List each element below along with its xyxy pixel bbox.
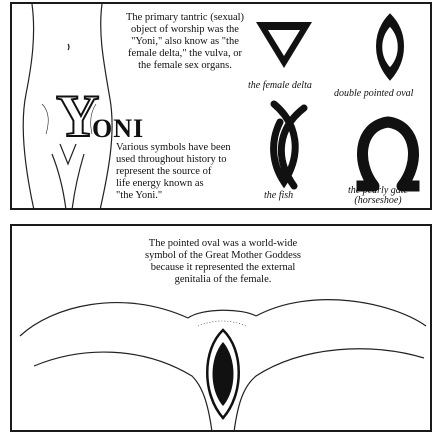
intro-line: The primary tantric (sexual) [125,12,245,23]
anatomical-line-drawing [19,299,427,430]
intro-line: object of worship was the [131,24,239,35]
great-mother-line: The pointed oval was a world-wide [148,238,298,249]
symbols-line: life energy known as [116,178,204,189]
pointed-oval-shape [206,328,240,420]
caption-pearly-gate-line: the pearly gate [348,185,408,196]
fish-symbol-shape [270,100,308,190]
great-mother-text: The pointed oval was a world-wide symbol… [122,238,324,286]
symbols-line: used throughout history to [116,154,227,165]
top-panel-artwork [22,4,420,208]
caption-fish: the fish [264,190,294,201]
symbols-line: represent the source of [116,166,212,177]
double-pointed-oval-shape [376,13,404,81]
top-panel: Y ONI The primary tantric (sexual) objec… [10,2,432,210]
intro-line: female delta," the vulva, or [128,48,242,59]
symbols-line: Various symbols have been [116,142,231,153]
female-torso-drawing [22,4,113,208]
bottom-panel: The pointed oval was a world-wide symbol… [10,224,432,432]
caption-pearly-gate: the pearly gate (horseshoe) [348,186,408,206]
great-mother-line: because it represented the external [150,262,296,273]
yoni-title-initial: Y [55,83,100,149]
intro-text: The primary tantric (sexual) object of w… [110,12,260,72]
yoni-title-rest: ONI [92,114,145,143]
symbols-text: Various symbols have been used throughou… [116,142,262,202]
great-mother-line: genitalia of the female. [174,274,272,285]
symbols-line: "the Yoni." [116,190,163,201]
caption-female-delta: the female delta [248,80,312,91]
pearly-gate-shape [356,116,420,192]
bottom-panel-artwork [19,299,427,430]
intro-line: "Yoni," also know as "the [131,36,239,47]
intro-line: the female sex organs. [138,60,232,71]
female-delta-shape [256,22,312,68]
caption-double-pointed-oval: double pointed oval [334,88,414,99]
caption-pearly-gate-line: (horseshoe) [354,195,402,206]
great-mother-line: symbol of the Great Mother Goddess [144,250,301,261]
pointed-oval-inner-shape [212,342,234,406]
